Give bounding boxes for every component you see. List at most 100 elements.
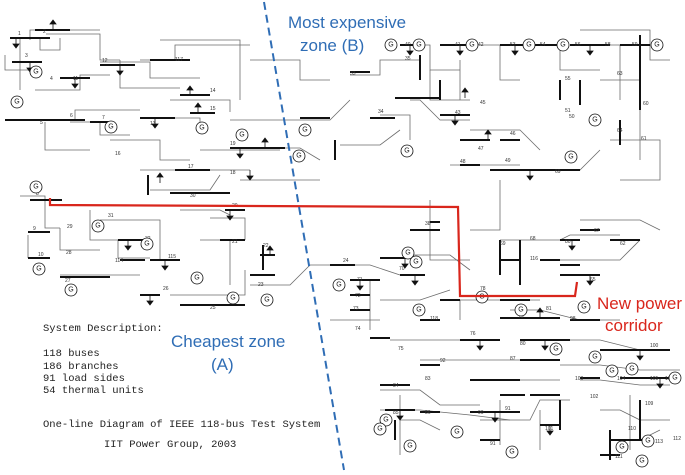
svg-text:100: 100 bbox=[650, 343, 659, 349]
svg-text:15: 15 bbox=[210, 106, 216, 112]
svg-text:116: 116 bbox=[530, 256, 538, 262]
svg-text:67: 67 bbox=[594, 228, 600, 234]
generator-icon bbox=[522, 38, 536, 52]
generator-icon bbox=[549, 342, 563, 356]
svg-text:50: 50 bbox=[569, 114, 575, 120]
svg-text:74: 74 bbox=[355, 326, 361, 332]
svg-text:115: 115 bbox=[168, 254, 176, 260]
generator-label: G bbox=[518, 307, 523, 314]
svg-text:85: 85 bbox=[393, 410, 399, 416]
svg-text:91: 91 bbox=[490, 441, 496, 447]
system-description: System Description: 118 buses 186 branch… bbox=[43, 323, 163, 397]
generator-icon bbox=[588, 350, 602, 364]
svg-text:49: 49 bbox=[505, 158, 511, 164]
svg-text:62: 62 bbox=[620, 241, 626, 247]
generator-icon bbox=[91, 219, 105, 233]
generator-label: G bbox=[95, 223, 100, 230]
svg-text:114: 114 bbox=[115, 258, 123, 264]
generator-icon bbox=[190, 271, 204, 285]
generator-label: G bbox=[199, 125, 204, 132]
svg-text:105: 105 bbox=[650, 376, 659, 382]
generator-label: G bbox=[388, 42, 393, 49]
svg-text:78: 78 bbox=[480, 286, 486, 292]
svg-text:1: 1 bbox=[18, 31, 21, 37]
generator-label: G bbox=[36, 266, 41, 273]
zone-a-label-line1: Cheapest zone bbox=[171, 332, 285, 351]
svg-text:14: 14 bbox=[210, 88, 216, 94]
generator-icon bbox=[29, 65, 43, 79]
svg-text:18: 18 bbox=[230, 170, 236, 176]
svg-text:91: 91 bbox=[505, 406, 511, 412]
svg-text:9: 9 bbox=[33, 226, 36, 232]
svg-text:23: 23 bbox=[258, 282, 264, 288]
generator-label: G bbox=[672, 375, 677, 382]
svg-text:102: 102 bbox=[590, 394, 599, 400]
svg-text:63: 63 bbox=[617, 71, 623, 77]
generator-label: G bbox=[619, 444, 624, 451]
generator-label: G bbox=[405, 250, 410, 257]
svg-text:28: 28 bbox=[66, 250, 72, 256]
svg-text:69: 69 bbox=[555, 169, 561, 175]
svg-text:72: 72 bbox=[355, 293, 361, 299]
generator-label: G bbox=[404, 148, 409, 155]
zone-b-label-line2: zone (B) bbox=[300, 36, 364, 55]
generator-icon bbox=[625, 362, 639, 376]
generator-icon bbox=[577, 300, 591, 314]
generator-label: G bbox=[230, 295, 235, 302]
generator-icon bbox=[505, 445, 519, 459]
svg-text:42: 42 bbox=[478, 42, 484, 48]
generator-label: G bbox=[454, 429, 459, 436]
svg-text:110: 110 bbox=[628, 426, 636, 432]
svg-text:86: 86 bbox=[425, 410, 431, 416]
generator-label: G bbox=[581, 304, 586, 311]
zone-a-label-line2: (A) bbox=[211, 355, 234, 374]
svg-text:117: 117 bbox=[175, 57, 183, 63]
svg-text:41: 41 bbox=[455, 42, 461, 48]
svg-text:30: 30 bbox=[190, 193, 196, 199]
svg-text:40: 40 bbox=[405, 42, 411, 48]
generator-label: G bbox=[509, 449, 514, 456]
svg-text:22: 22 bbox=[263, 243, 269, 249]
svg-text:112: 112 bbox=[673, 436, 681, 442]
svg-text:65: 65 bbox=[590, 277, 596, 283]
svg-text:51: 51 bbox=[565, 108, 571, 114]
svg-text:21: 21 bbox=[232, 239, 238, 245]
generator-label: G bbox=[296, 153, 301, 160]
svg-text:80: 80 bbox=[520, 341, 526, 347]
generator-icon bbox=[650, 38, 664, 52]
bus-bars bbox=[5, 29, 675, 460]
generator-icon bbox=[412, 303, 426, 317]
generator-label: G bbox=[639, 458, 644, 465]
svg-text:25: 25 bbox=[210, 305, 216, 311]
generator-label: G bbox=[194, 275, 199, 282]
generator-icon bbox=[641, 434, 655, 448]
generator-icon bbox=[64, 283, 78, 297]
description-item: 118 buses bbox=[43, 348, 100, 360]
generator-label: G bbox=[609, 368, 614, 375]
generator-label: G bbox=[336, 282, 341, 289]
svg-text:81: 81 bbox=[546, 306, 552, 312]
generator-icon bbox=[226, 291, 240, 305]
svg-text:87: 87 bbox=[510, 356, 516, 362]
svg-text:31: 31 bbox=[108, 213, 114, 219]
generator-icon bbox=[140, 237, 154, 251]
svg-text:109: 109 bbox=[645, 401, 654, 407]
generator-label: G bbox=[568, 154, 573, 161]
generator-label: G bbox=[560, 42, 565, 49]
generator-icon bbox=[668, 371, 682, 385]
diagram-title: One-line Diagram of IEEE 118-bus Test Sy… bbox=[43, 419, 320, 431]
generator-label: G bbox=[553, 346, 558, 353]
svg-text:113: 113 bbox=[655, 439, 663, 445]
svg-text:58: 58 bbox=[605, 42, 611, 48]
generator-label: G bbox=[377, 426, 382, 433]
svg-text:80: 80 bbox=[565, 239, 571, 245]
generator-icon bbox=[400, 144, 414, 158]
svg-text:48: 48 bbox=[460, 159, 466, 165]
generator-icon bbox=[564, 150, 578, 164]
generator-icon bbox=[412, 38, 426, 52]
generator-icon bbox=[409, 255, 423, 269]
svg-text:83: 83 bbox=[425, 376, 431, 382]
generator-icon bbox=[332, 278, 346, 292]
generator-icon bbox=[450, 425, 464, 439]
svg-text:73: 73 bbox=[353, 306, 359, 312]
